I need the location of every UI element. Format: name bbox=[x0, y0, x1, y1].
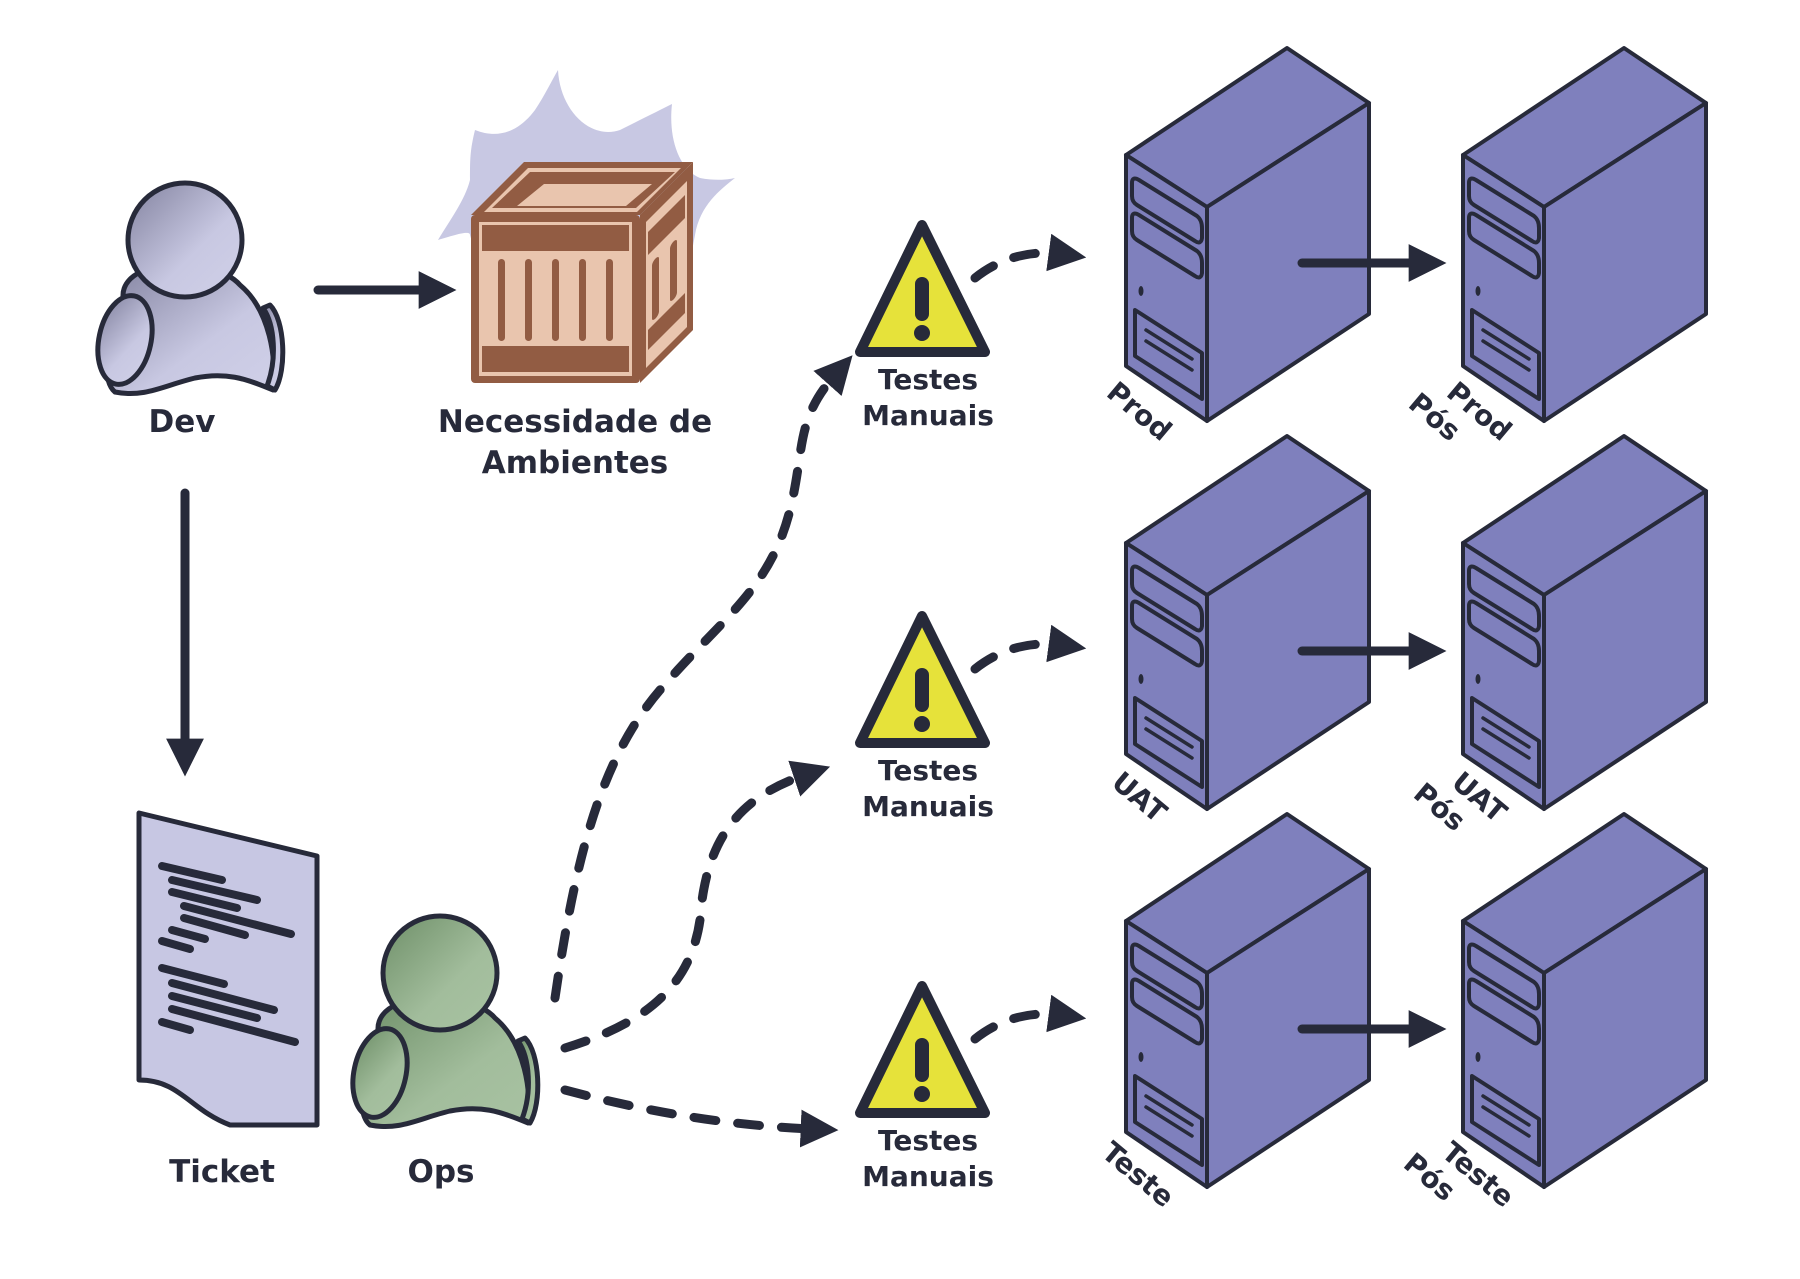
warning-label-3-line1: Testes bbox=[878, 1124, 978, 1157]
server-icon bbox=[1461, 812, 1708, 1189]
ticket-label: Ticket bbox=[169, 1154, 275, 1190]
dashed-arrow-warning-to-server bbox=[970, 233, 1087, 283]
document-icon bbox=[136, 810, 320, 1128]
server-icon bbox=[1124, 434, 1371, 811]
ops-person-icon bbox=[350, 913, 541, 1130]
dashed-arrow-warning-to-server bbox=[970, 624, 1087, 674]
dev-label: Dev bbox=[149, 404, 216, 440]
warning-label-1-line1: Testes bbox=[878, 363, 978, 396]
ops-label: Ops bbox=[408, 1154, 475, 1190]
dashed-arrow-ops-to-uat-test bbox=[560, 760, 831, 1053]
server-icon bbox=[1124, 812, 1371, 1189]
crate-label-line2: Ambientes bbox=[482, 445, 669, 481]
warning-icon bbox=[855, 981, 990, 1118]
warning-label-3-line2: Manuais bbox=[862, 1160, 994, 1193]
crate-icon bbox=[471, 162, 693, 383]
server-icon bbox=[1461, 434, 1708, 811]
warning-label-1-line2: Manuais bbox=[862, 399, 994, 432]
dashed-arrow-ops-to-teste-test bbox=[560, 1085, 839, 1148]
server-icon bbox=[1461, 46, 1708, 423]
warning-icon bbox=[855, 611, 990, 748]
dev-person-icon bbox=[95, 180, 286, 397]
crate-label-line1: Necessidade de bbox=[438, 404, 712, 440]
server-icon bbox=[1124, 46, 1371, 423]
warning-icon bbox=[855, 220, 990, 357]
warning-label-2-line2: Manuais bbox=[862, 790, 994, 823]
dashed-arrow-ops-to-prod-test bbox=[550, 355, 853, 1003]
dashed-arrow-warning-to-server bbox=[970, 994, 1087, 1044]
warning-label-2-line1: Testes bbox=[878, 754, 978, 787]
